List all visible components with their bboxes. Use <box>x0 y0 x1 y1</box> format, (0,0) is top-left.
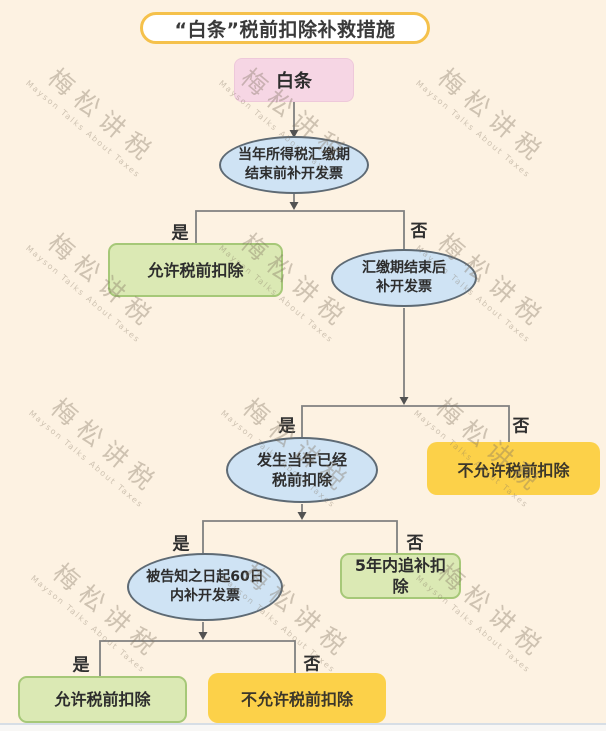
node-q3-line2: 税前扣除 <box>271 471 332 489</box>
edge-q4-branch <box>99 640 296 677</box>
branch-label-no-3: 否 <box>406 533 424 554</box>
node-q3-line1: 发生当年已经 <box>256 451 347 469</box>
node-deny-deduction-2[interactable]: 不允许税前扣除 <box>208 673 386 723</box>
canvas-bottom-edge <box>0 723 606 731</box>
edge-q1-branch <box>195 210 405 250</box>
node-deny-deduction-1[interactable]: 不允许税前扣除 <box>427 442 600 495</box>
arrowhead-q4-branch <box>198 632 208 640</box>
node-q4-decision[interactable]: 被告知之日起60日 内补开发票 <box>127 553 283 621</box>
node-q2-decision[interactable]: 汇缴期结束后 补开发票 <box>331 249 477 307</box>
branch-label-yes-4: 是 <box>72 655 90 676</box>
node-q4-line2: 内补开发票 <box>170 588 240 604</box>
node-q4-line1: 被告知之日起60日 <box>146 569 264 585</box>
diagram-title: “白条”税前扣除补救措施 <box>140 12 430 44</box>
arrowhead-q2-branch <box>399 397 409 405</box>
node-allow-deduction-2[interactable]: 允许税前扣除 <box>18 676 187 723</box>
node-q3-decision[interactable]: 发生当年已经 税前扣除 <box>226 437 378 503</box>
arrowhead-q1-branch <box>289 202 299 210</box>
node-allow-deduction-1[interactable]: 允许税前扣除 <box>108 243 283 297</box>
branch-label-yes-1: 是 <box>171 223 189 244</box>
branch-label-no-4: 否 <box>303 654 321 675</box>
branch-label-yes-2: 是 <box>278 416 296 437</box>
node-q1-decision[interactable]: 当年所得税汇缴期 结束前补开发票 <box>219 136 369 194</box>
node-start-baitiao[interactable]: 白条 <box>234 58 354 102</box>
arrowhead-q3-branch <box>297 512 307 520</box>
node-q1-line2: 结束前补开发票 <box>245 166 343 182</box>
branch-label-no-2: 否 <box>512 416 530 437</box>
edge-q2-branch <box>301 405 510 443</box>
node-pursue-line1: 5年内追补扣 <box>354 556 447 575</box>
node-q2-line1: 汇缴期结束后 <box>362 260 446 276</box>
arrowhead-start-q1 <box>289 130 299 138</box>
node-pursue-5year[interactable]: 5年内追补扣 除 <box>340 553 461 599</box>
node-q2-line2: 补开发票 <box>376 279 432 295</box>
node-q1-line1: 当年所得税汇缴期 <box>238 147 350 163</box>
branch-label-yes-3: 是 <box>172 534 190 555</box>
node-pursue-line2: 除 <box>392 577 409 596</box>
edge-q3-branch <box>202 520 398 555</box>
branch-label-no-1: 否 <box>410 221 428 242</box>
